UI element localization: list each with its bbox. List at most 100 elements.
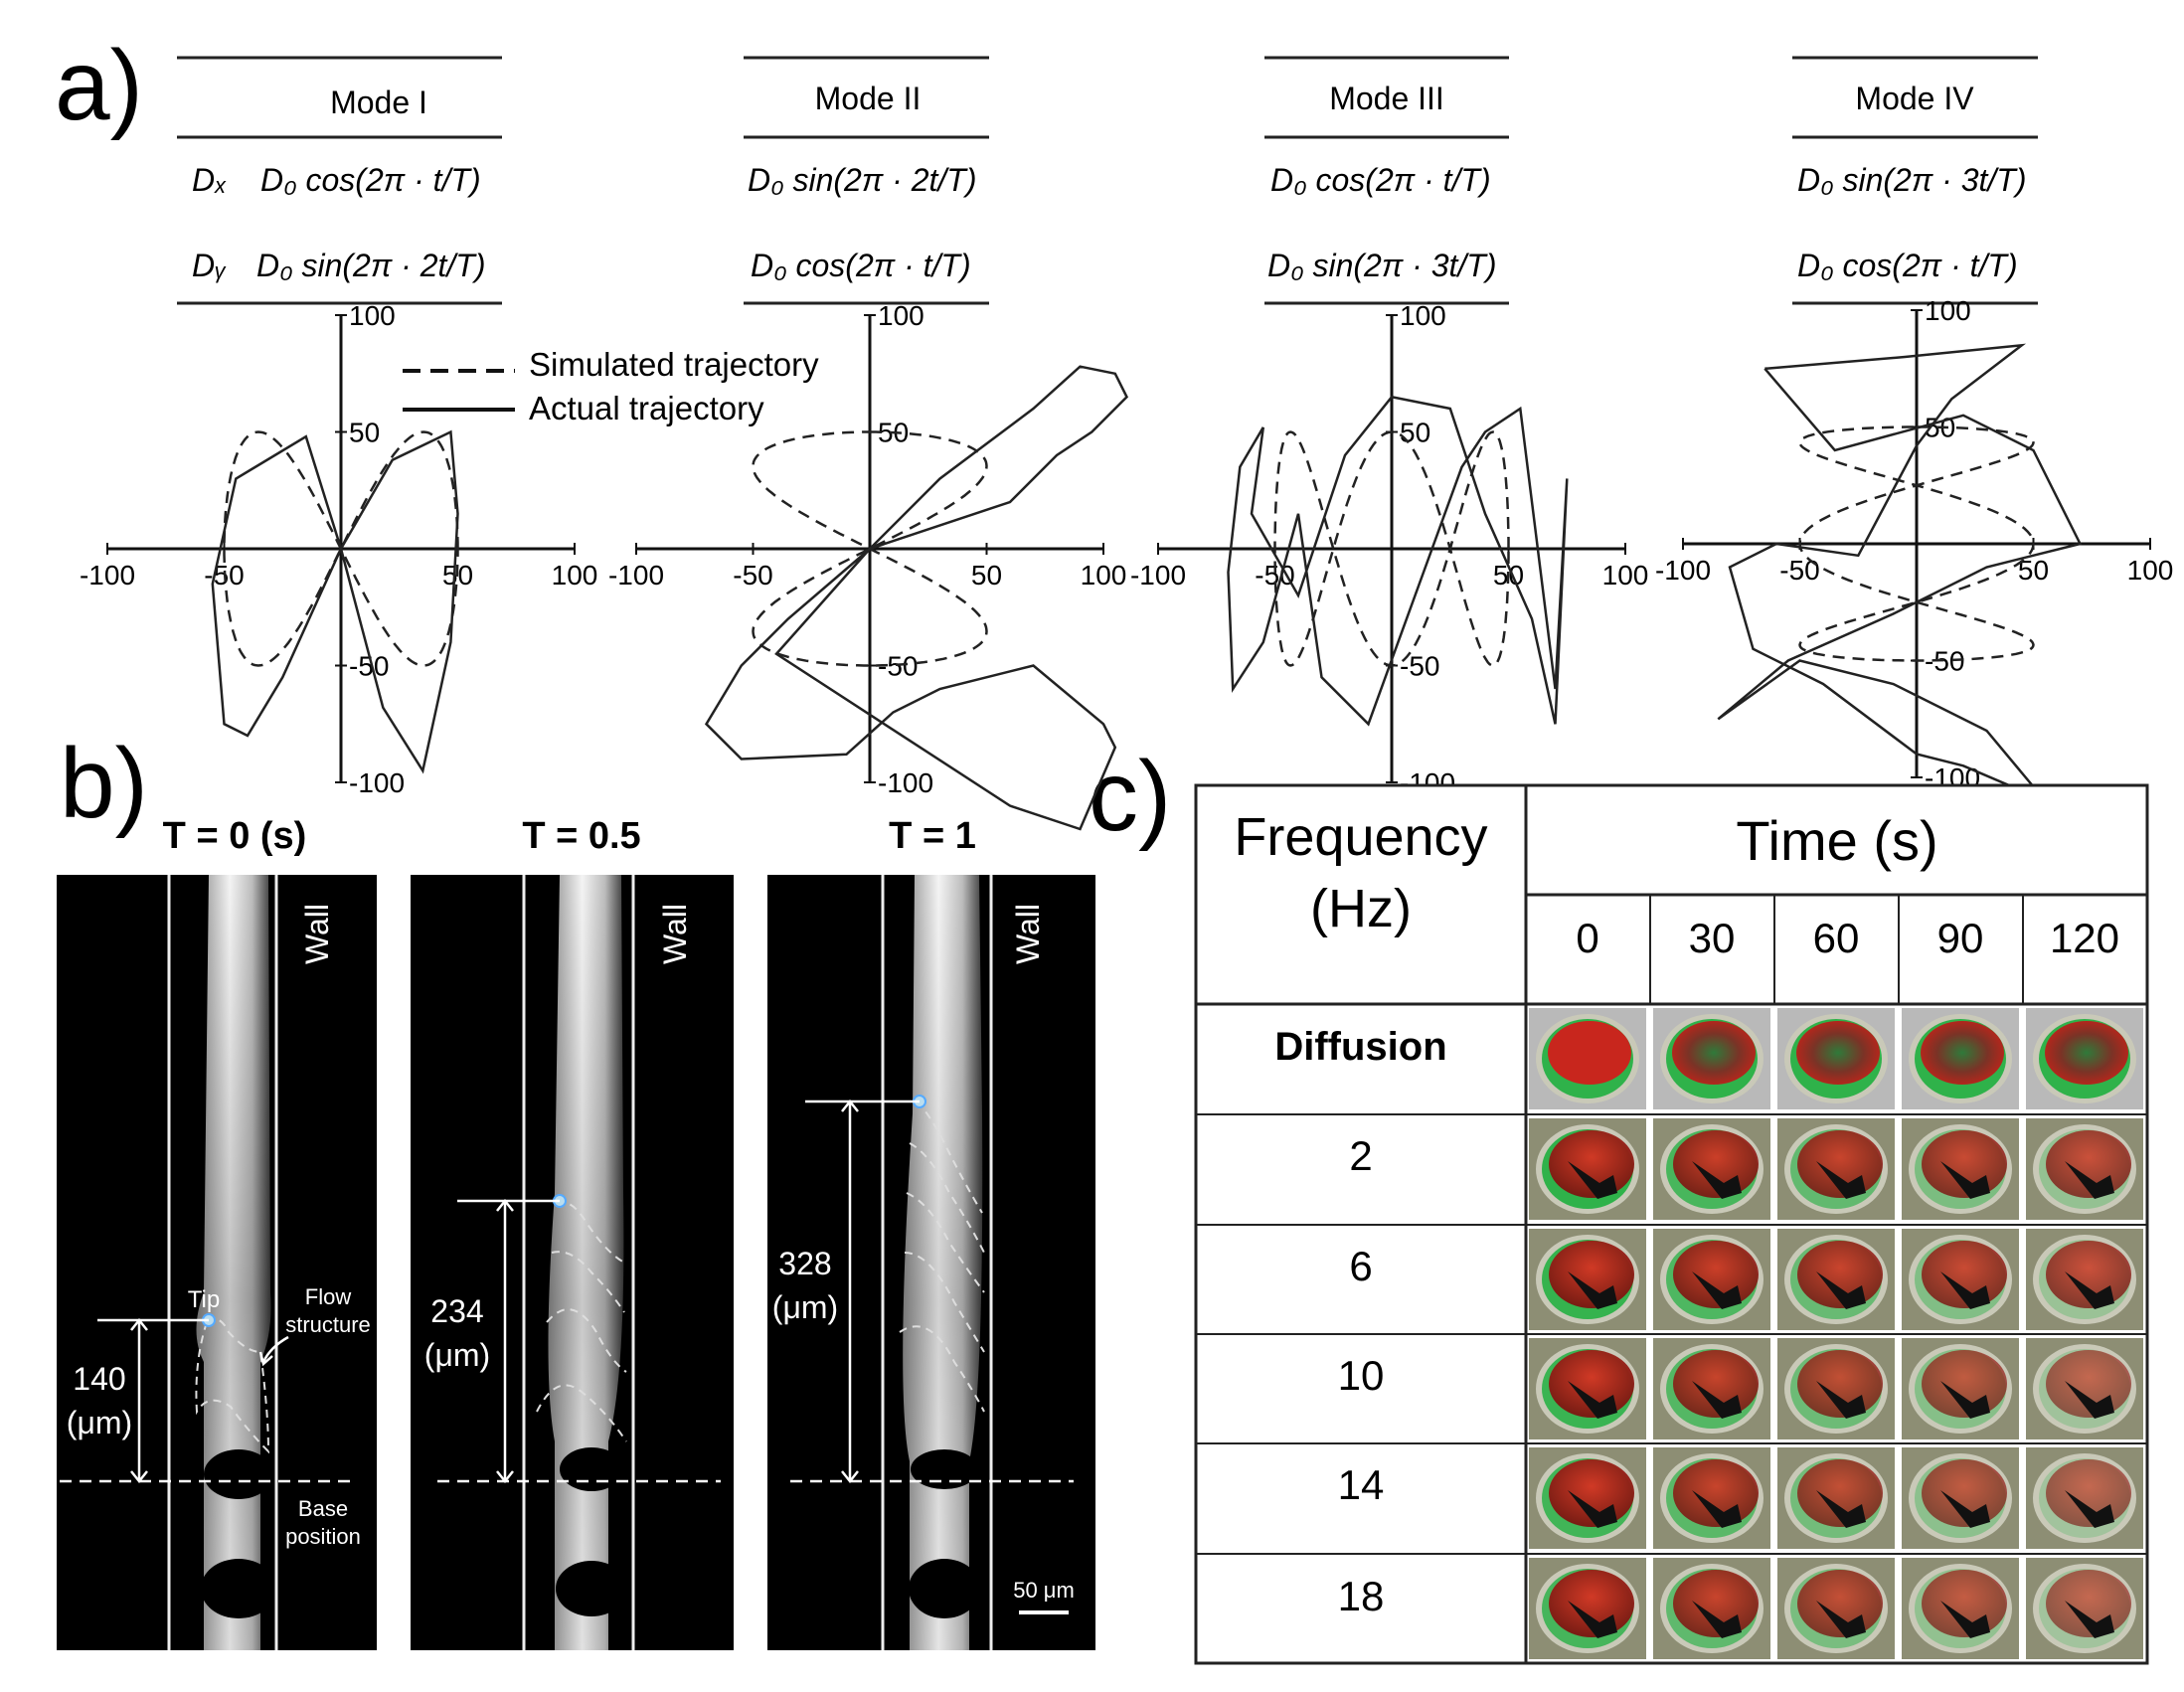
time-120: 120 bbox=[2050, 915, 2119, 961]
dimension-unit: (μm) bbox=[67, 1405, 132, 1440]
actual-trajectory-line bbox=[1227, 395, 1569, 727]
row-label-2hz: 2 bbox=[1349, 1132, 1372, 1179]
droplet-image bbox=[2026, 1229, 2143, 1330]
stirrer-tip bbox=[1692, 1381, 1742, 1419]
stirrer-tip bbox=[1940, 1271, 1990, 1309]
scale-bar-label: 50 μm bbox=[1013, 1578, 1075, 1603]
y-tick-label: 100 bbox=[1925, 295, 1971, 326]
stirrer-tip bbox=[2065, 1601, 2114, 1638]
dy-formula: D₀ cos(2π · t/T) bbox=[1797, 248, 2018, 283]
mode-table-1: Mode I Dₓ Dᵧ D₀ cos(2π · t/T) D₀ sin(2π … bbox=[177, 56, 502, 305]
droplet-image bbox=[1529, 1338, 1646, 1439]
dy-formula: D₀ sin(2π · 3t/T) bbox=[1267, 248, 1497, 283]
y-tick-label: -50 bbox=[1400, 651, 1439, 682]
droplet-image bbox=[1902, 1558, 2019, 1659]
legend-simulated-label: Simulated trajectory bbox=[529, 346, 819, 383]
droplet-image bbox=[1777, 1558, 1895, 1659]
dimension-unit: (μm) bbox=[424, 1337, 490, 1373]
simulated-trajectory-line bbox=[223, 430, 459, 667]
panel-label-b: b) bbox=[60, 728, 148, 839]
y-tick-label: -50 bbox=[1925, 646, 1964, 677]
droplet-image bbox=[1529, 1447, 1646, 1549]
droplet-image bbox=[2026, 1558, 2143, 1659]
droplet-image bbox=[1777, 1447, 1895, 1549]
droplet-image bbox=[1529, 1229, 1646, 1330]
droplet-image bbox=[1902, 1338, 2019, 1439]
droplet-image bbox=[1653, 1447, 1770, 1549]
x-tick-label: -50 bbox=[733, 560, 772, 591]
droplet-image bbox=[2026, 1008, 2143, 1109]
x-tick-label: 100 bbox=[1081, 560, 1127, 591]
simulated-trajectory-line bbox=[1798, 425, 2035, 662]
stirrer-tip bbox=[1568, 1490, 1617, 1528]
microscopy-frame-2: T = 0.5 Wall 234 (μm) bbox=[411, 815, 734, 1650]
frame-title: T = 0.5 bbox=[522, 815, 640, 857]
y-tick-label: 100 bbox=[349, 300, 396, 331]
header-frequency-line2: (Hz) bbox=[1310, 879, 1412, 938]
dy-label: Dᵧ bbox=[192, 248, 227, 283]
x-tick-label: 100 bbox=[552, 560, 598, 591]
dimension-value: 234 bbox=[430, 1293, 483, 1329]
mode-table-2: Mode II D₀ sin(2π · 2t/T) D₀ cos(2π · t/… bbox=[744, 56, 989, 305]
droplet-image bbox=[1653, 1008, 1770, 1109]
mode-title: Mode III bbox=[1329, 81, 1444, 116]
actual-trajectory-line bbox=[211, 429, 459, 774]
wall-label: Wall bbox=[657, 904, 693, 964]
trajectory-legend: Simulated trajectory Actual trajectory bbox=[403, 346, 819, 426]
droplet-image bbox=[2026, 1447, 2143, 1549]
droplet-red bbox=[2045, 1021, 2128, 1085]
mode-title: Mode I bbox=[330, 85, 427, 120]
droplet-image bbox=[1653, 1338, 1770, 1439]
dx-formula: D₀ cos(2π · t/T) bbox=[260, 162, 481, 198]
droplet-red bbox=[1672, 1021, 1756, 1085]
mode-table-3: Mode III D₀ cos(2π · t/T) D₀ sin(2π · 3t… bbox=[1264, 56, 1509, 305]
stirrer-tip bbox=[1692, 1601, 1742, 1638]
actual-trajectory-line bbox=[704, 365, 1129, 831]
stirrer-tip bbox=[1816, 1271, 1866, 1309]
x-tick-label: -100 bbox=[80, 560, 135, 591]
time-30: 30 bbox=[1689, 915, 1736, 961]
x-tick-label: -50 bbox=[1779, 555, 1819, 586]
stirrer-tip bbox=[2065, 1381, 2114, 1419]
stirrer-tip bbox=[2065, 1490, 2114, 1528]
y-tick-label: 100 bbox=[1400, 300, 1446, 331]
panel-label-c: c) bbox=[1089, 741, 1171, 852]
dx-formula: D₀ sin(2π · 3t/T) bbox=[1797, 162, 2027, 198]
tip-label: Tip bbox=[188, 1286, 220, 1313]
droplet-image-grid bbox=[1529, 1008, 2143, 1659]
simulated-trajectory-line bbox=[1273, 430, 1510, 667]
time-90: 90 bbox=[1937, 915, 1984, 961]
stirrer-tip bbox=[1940, 1161, 1990, 1199]
stirrer-tip bbox=[1816, 1161, 1866, 1199]
header-frequency-line1: Frequency bbox=[1234, 807, 1487, 867]
stirrer-tip bbox=[2065, 1271, 2114, 1309]
frequency-time-table: Frequency (Hz) Time (s) 0 30 60 90 120 D… bbox=[1194, 783, 2149, 1665]
dimension-value: 328 bbox=[778, 1246, 831, 1281]
row-label-6hz: 6 bbox=[1349, 1243, 1372, 1289]
stirrer-tip bbox=[1568, 1381, 1617, 1419]
legend-actual-label: Actual trajectory bbox=[529, 390, 764, 426]
row-label-10hz: 10 bbox=[1338, 1352, 1385, 1399]
x-tick-label: 100 bbox=[2127, 555, 2174, 586]
time-0: 0 bbox=[1576, 915, 1598, 961]
droplet-image bbox=[1777, 1229, 1895, 1330]
stirrer-tip bbox=[1568, 1601, 1617, 1638]
dx-formula: D₀ cos(2π · t/T) bbox=[1270, 162, 1491, 198]
droplet-red bbox=[1921, 1021, 2004, 1085]
y-tick-label: -100 bbox=[349, 767, 405, 798]
x-tick-label: 50 bbox=[971, 560, 1002, 591]
y-tick-label: 50 bbox=[349, 418, 380, 448]
x-tick-label: -100 bbox=[608, 560, 664, 591]
y-tick-label: -100 bbox=[878, 767, 933, 798]
base-position-label-1: Base bbox=[298, 1496, 348, 1521]
droplet-image bbox=[1777, 1338, 1895, 1439]
stirrer-tip bbox=[1568, 1161, 1617, 1199]
flow-structure-label-1: Flow bbox=[305, 1284, 352, 1309]
droplet-image bbox=[1777, 1008, 1895, 1109]
droplet-image bbox=[1902, 1447, 2019, 1549]
stirrer-tip bbox=[1692, 1490, 1742, 1528]
dimension-value: 140 bbox=[73, 1361, 125, 1397]
row-label-18hz: 18 bbox=[1338, 1573, 1385, 1619]
